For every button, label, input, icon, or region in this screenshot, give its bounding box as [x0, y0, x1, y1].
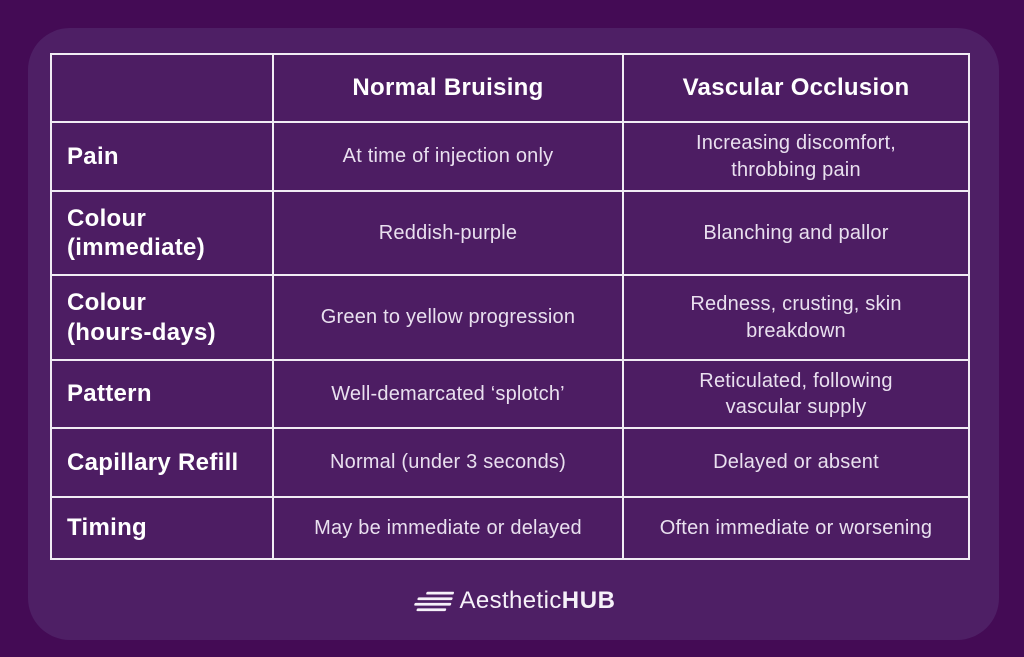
row-label-colour-immediate: Colour (immediate): [52, 192, 272, 274]
row-label-pain: Pain: [52, 123, 272, 190]
row-label-pattern: Pattern: [52, 361, 272, 427]
normal-bruising-cell-colour-hours-days: Green to yellow progression: [274, 276, 622, 359]
normal-bruising-cell-pain: At time of injection only: [274, 123, 622, 190]
row-label-colour-hours-days: Colour (hours-days): [52, 276, 272, 359]
vascular-occlusion-cell-pain: Increasing discomfort, throbbing pain: [624, 123, 968, 190]
column-header-normal-bruising: Normal Bruising: [274, 55, 622, 121]
vascular-occlusion-cell-colour-immediate: Blanching and pallor: [624, 192, 968, 274]
vascular-occlusion-cell-timing: Often immediate or worsening: [624, 498, 968, 558]
vascular-occlusion-cell-capillary-refill: Delayed or absent: [624, 429, 968, 496]
row-label-capillary-refill: Capillary Refill: [52, 429, 272, 496]
bruising-vs-occlusion-table: Normal Bruising Vascular Occlusion Pain …: [50, 53, 970, 560]
normal-bruising-cell-colour-immediate: Reddish-purple: [274, 192, 622, 274]
vascular-occlusion-cell-pattern: Reticulated, following vascular supply: [624, 361, 968, 427]
corner-cell: [52, 55, 272, 121]
vascular-occlusion-cell-colour-hours-days: Redness, crusting, skin breakdown: [624, 276, 968, 359]
normal-bruising-cell-capillary-refill: Normal (under 3 seconds): [274, 429, 622, 496]
brand-name-bold: HUB: [561, 587, 616, 614]
row-label-timing: Timing: [52, 498, 272, 558]
brand-name-light: Aesthetic: [459, 587, 562, 614]
normal-bruising-cell-pattern: Well-demarcated ‘splotch’: [274, 361, 622, 427]
normal-bruising-cell-timing: May be immediate or delayed: [274, 498, 622, 558]
column-header-vascular-occlusion: Vascular Occlusion: [624, 55, 968, 121]
aesthetichub-lines-icon: [414, 591, 455, 612]
